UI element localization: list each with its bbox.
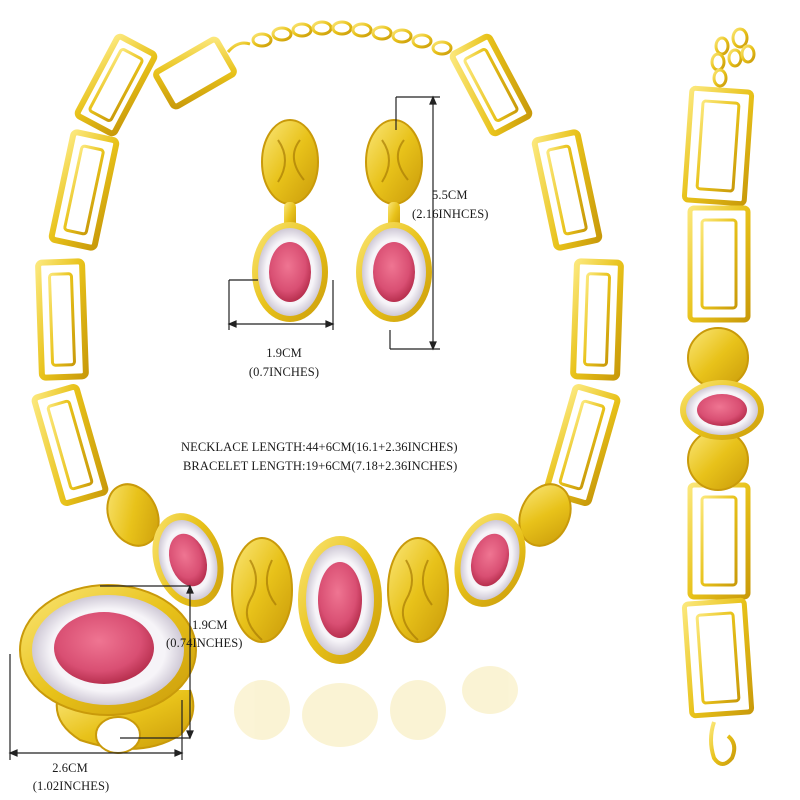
ring — [19, 584, 197, 754]
ring-height-measure — [100, 584, 194, 740]
reflection — [234, 666, 518, 747]
necklace-front — [106, 483, 572, 747]
earring-left — [252, 119, 328, 322]
earring-right — [356, 119, 432, 322]
earring-width-measure — [227, 279, 335, 330]
earring-width-cm: 1.9CM — [266, 346, 302, 360]
necklace-length-label: NECKLACE LENGTH:44+6CM(16.1+2.36INCHES) — [181, 440, 458, 454]
necklace-left-links — [31, 33, 237, 506]
ring-height-cm: 1.9CM — [192, 618, 228, 632]
filigree-pattern — [246, 559, 433, 641]
ring-height-in: (0.74INCHES) — [166, 636, 243, 650]
necklace-right-links — [449, 33, 624, 506]
measurement-lines — [8, 95, 440, 760]
bracelet — [680, 27, 764, 766]
necklace-extender-chain — [226, 20, 453, 56]
earring-height-measure — [389, 95, 440, 351]
ring-width-in: (1.02INCHES) — [32, 779, 110, 793]
ring-width-cm: 2.6CM — [52, 761, 88, 775]
earring-height-in: (2.16INHCES) — [412, 207, 489, 221]
necklace — [31, 20, 624, 506]
stone-ovals — [152, 513, 526, 664]
earring-height-cm: 5.5CM — [432, 188, 468, 202]
bracelet-length-label: BRACELET LENGTH:19+6CM(7.18+2.36INCHES) — [183, 459, 458, 473]
ring-width-measure — [8, 654, 184, 760]
earring-width-in: (0.7INCHES) — [248, 365, 320, 379]
